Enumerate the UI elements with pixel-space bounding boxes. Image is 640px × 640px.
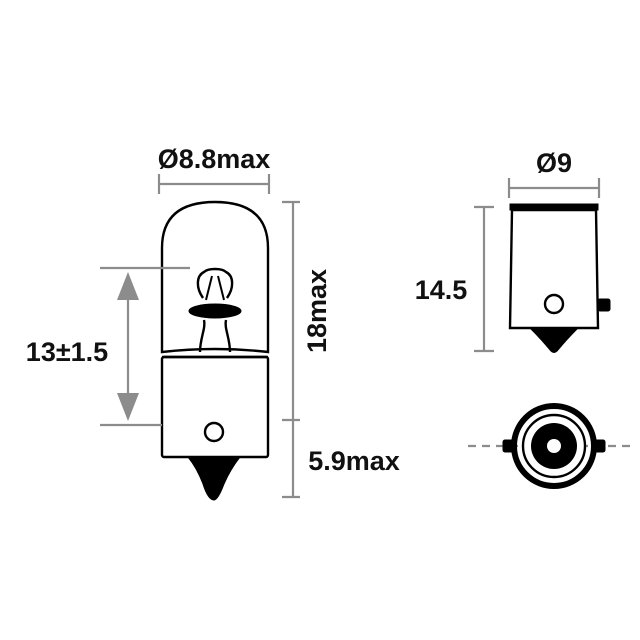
label-filament-height: 13±1.5: [26, 337, 108, 367]
end-lug-right: [592, 439, 606, 453]
end-lug-left: [502, 439, 516, 453]
label-base-diameter: Ø9: [536, 148, 572, 178]
filament-loop: [196, 267, 234, 299]
filament-support-left: [198, 319, 232, 353]
glass-envelope: [160, 200, 270, 354]
base-side-lug: [597, 298, 611, 312]
bayonet-pin: [203, 421, 225, 443]
label-bulb-length: 18max: [302, 269, 332, 353]
base-end-view: [468, 403, 636, 489]
arrow-down: [117, 393, 139, 421]
end-center-hole: [547, 439, 561, 453]
dimension-bulb-length: 18max: [282, 200, 332, 499]
base-side-view: [508, 203, 611, 353]
label-base-length: 5.9max: [308, 446, 400, 476]
base-contact-tip: [528, 327, 580, 353]
filament-wire-right: [217, 275, 225, 301]
filament-bead: [188, 303, 242, 319]
dimension-bulb-diameter: Ø8.8max: [158, 144, 271, 194]
base-pin: [543, 293, 565, 315]
label-base-height: 14.5: [415, 275, 468, 305]
filament-wire-left: [205, 275, 213, 301]
dimension-base-length: 5.9max: [308, 446, 400, 476]
contact-tip: [186, 456, 242, 501]
dimension-base-diameter: Ø9: [507, 148, 601, 198]
arrow-up: [117, 272, 139, 300]
bulb-side-view: [160, 200, 270, 501]
dimension-filament-height: 13±1.5: [26, 266, 190, 427]
base-body: [508, 208, 600, 330]
dimension-base-height: 14.5: [415, 205, 494, 353]
label-bulb-diameter: Ø8.8max: [158, 144, 271, 174]
